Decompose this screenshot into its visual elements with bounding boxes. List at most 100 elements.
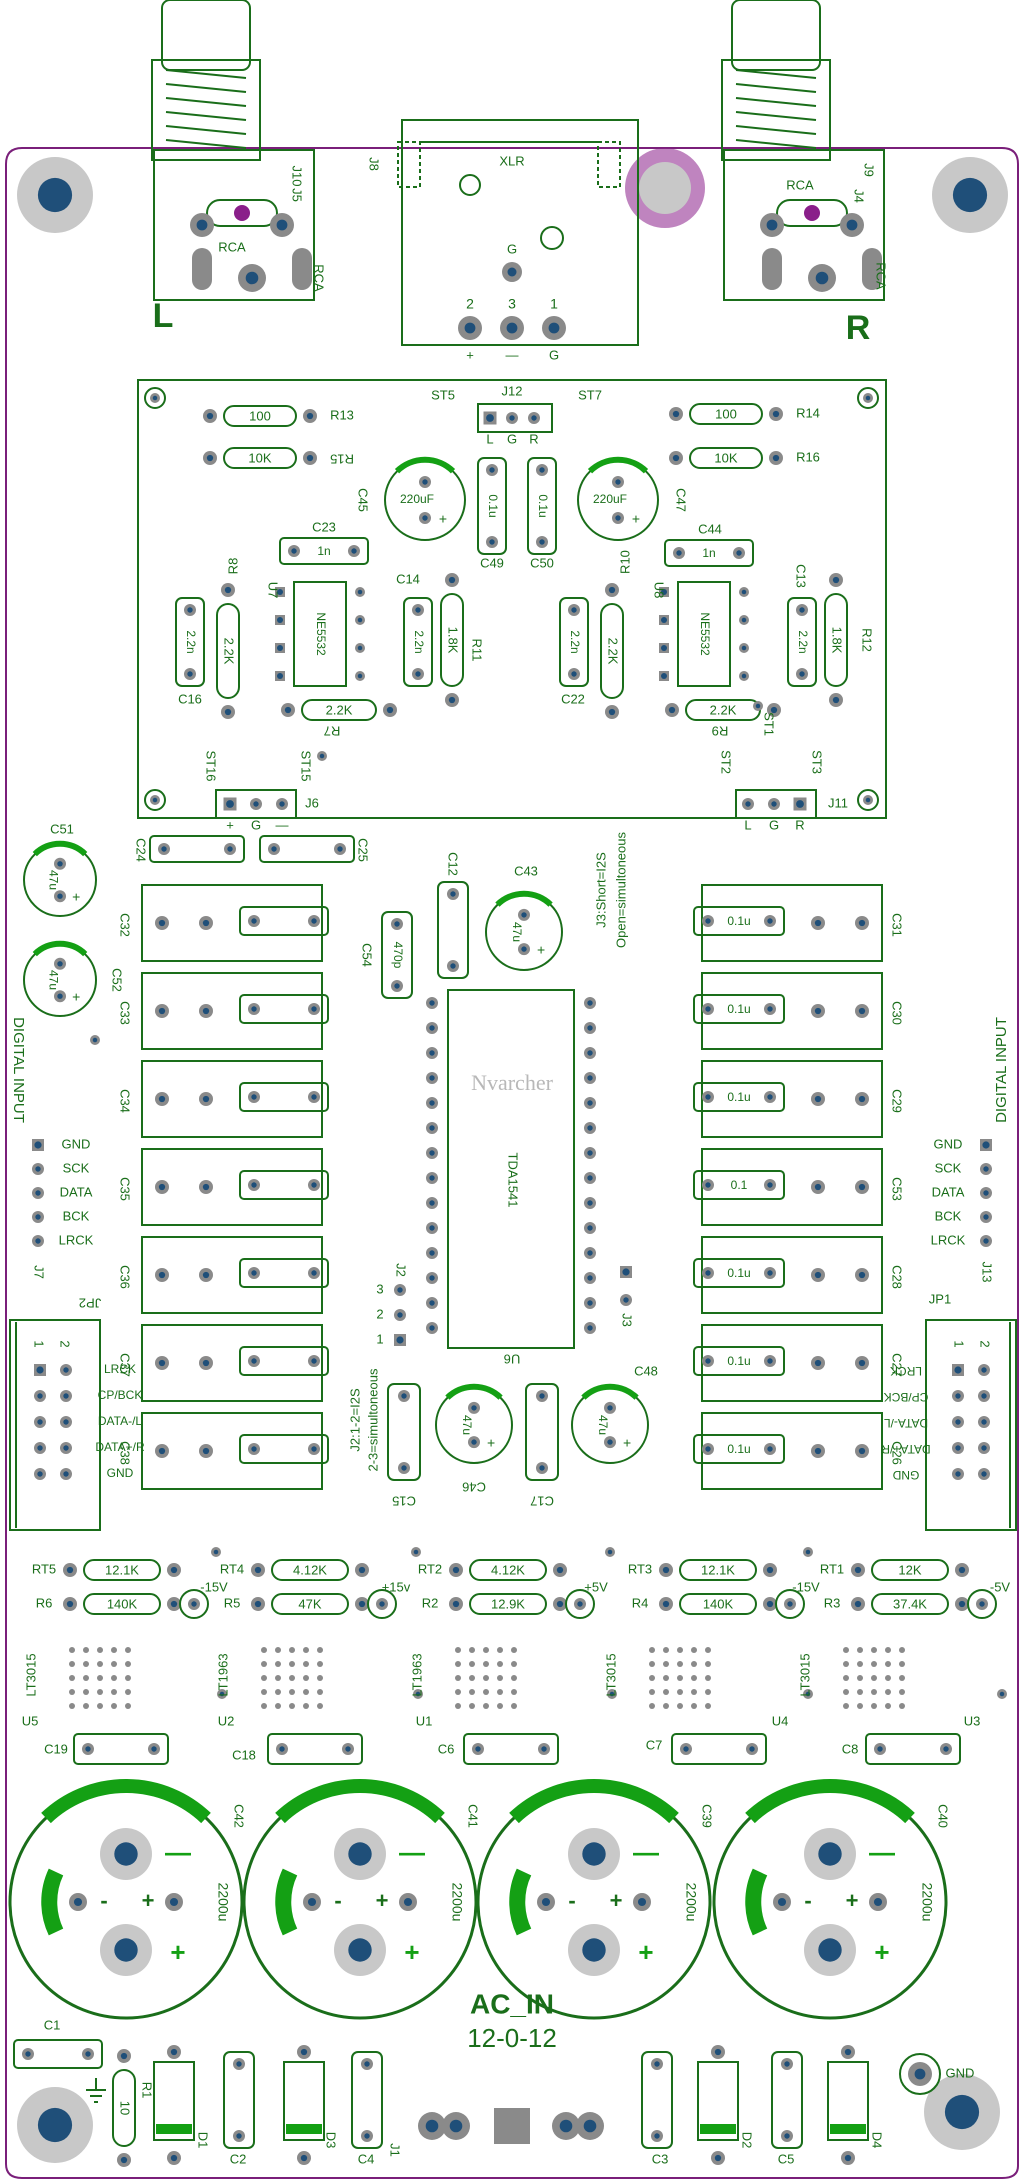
rca-right-pad-a-hole [766,219,778,231]
c16-pad-a-hole [187,607,193,613]
tda-pin-hole [429,1025,435,1031]
c13-pad-a-hole [799,607,805,613]
c2-body [223,2051,255,2149]
j4-label: J4 [852,189,867,203]
c40-pad-l-hole [777,1897,787,1907]
j7-pin-hole [35,1238,41,1244]
right-cap-body [693,906,785,936]
c4-pad-b-hole [364,2133,370,2139]
tda-pin-hole [587,1025,593,1031]
r-label: R2 [422,1595,439,1610]
d4-pad-b-hole [844,2154,852,2162]
rt-res-body [871,1559,949,1581]
c16-label: C16 [178,691,202,706]
r9-label: R9 [712,724,729,739]
j6-pin-hole [253,801,259,807]
r-res-pad-b-hole [766,1600,774,1608]
u8-pin-hole [661,673,667,679]
left-cap-label: C38 [118,1441,133,1465]
u4-thermal-via [663,1661,669,1667]
c40-band [745,1779,915,1824]
left-cap-label: C36 [118,1265,133,1289]
st15-label: ST15 [299,750,314,781]
right-cap-pad-a-hole [705,1358,711,1364]
test-point-pad-hole [979,1601,985,1607]
jp1-pin-hole [955,1419,961,1425]
u7-pin-hole [277,589,283,595]
via-hole [415,1691,421,1697]
tda-pin-hole [587,1325,593,1331]
u3-thermal-via [885,1689,891,1695]
tda-pin-hole [429,1075,435,1081]
right-cap-body [693,1434,785,1464]
rt-res-body [679,1559,757,1581]
left-cap-pad-hole [202,1183,210,1191]
digital-input-right: DIGITAL INPUT [993,1017,1010,1123]
c40-minus: — [869,1837,895,1867]
jp1-outline [925,1319,1017,1531]
c54-label: C54 [360,943,375,967]
xlr-clip-l [397,141,421,188]
r15-value: 10K [248,450,271,465]
c4-label: C4 [358,2151,375,2166]
r13-label: R13 [330,407,354,422]
r7-body [301,699,377,721]
u5-thermal-via [69,1703,75,1709]
right-cap-body [693,1346,785,1376]
c41-minus-small: - [334,1888,341,1913]
rt-res-value: 12.1K [105,1562,139,1577]
c42-band [41,1779,211,1824]
right-cap-pad-hole [858,1183,866,1191]
u5-thermal-via [83,1661,89,1667]
left-cap-pad-b-hole [311,1182,317,1188]
j6-label: J6 [305,795,319,810]
rt-res-value: 4.12K [293,1562,327,1577]
rca-left-pad-b-hole [276,219,288,231]
j12-pin-hole [509,415,515,421]
r12-label: R12 [860,628,875,652]
j2-pin-label: 2 [376,1306,383,1321]
c8-pad-b-hole [943,1746,949,1752]
rt-res-pad-b-hole [170,1566,178,1574]
u7-label: U7 [266,582,281,599]
c16-body [175,597,205,687]
jp2-outline [9,1319,101,1531]
c22-value: 2.2n [568,630,582,653]
xlr-pin-label: 3 [508,296,516,312]
u3-thermal-via [857,1703,863,1709]
u4-thermal-via [691,1703,697,1709]
c39-pad-neg-center [582,1842,606,1866]
c15-body [387,1383,421,1481]
r11-body [440,593,464,687]
u8-pin-hole [741,673,747,679]
c39-plus: + [638,1937,653,1967]
ac-in-pad-hole [559,2119,573,2133]
left-cap-label: C34 [118,1089,133,1113]
u3-thermal-via [885,1703,891,1709]
tda1541-body [447,989,575,1349]
right-cap-pad-hole [814,1271,822,1279]
c6-pad-b-hole [541,1746,547,1752]
c46-band [445,1383,503,1400]
c23-pad-a-hole [291,548,297,554]
gnd-label: GND [946,2065,975,2080]
j9-label: J9 [862,163,877,177]
j7-sig-label: GND [62,1136,91,1151]
u2-thermal-via [261,1675,267,1681]
xlr-pin-sign: G [549,347,559,362]
j12-pin-hole [486,414,494,422]
rca-left-pad-a-hole [196,219,208,231]
right-cap-pad-hole [814,1095,822,1103]
u3-thermal-via [857,1647,863,1653]
u1-thermal-via [483,1647,489,1653]
c24-label: C24 [134,838,149,862]
c39-minus: — [633,1837,659,1867]
r-label: R6 [36,1595,53,1610]
c45-pad-pos-hole [422,515,428,521]
r1-body [112,2069,136,2147]
c3-pad-b-hole [654,2133,660,2139]
rca-left-label: RCA [218,239,246,254]
r16-value: 10K [714,450,737,465]
mount-hole-tr-center [952,177,988,213]
